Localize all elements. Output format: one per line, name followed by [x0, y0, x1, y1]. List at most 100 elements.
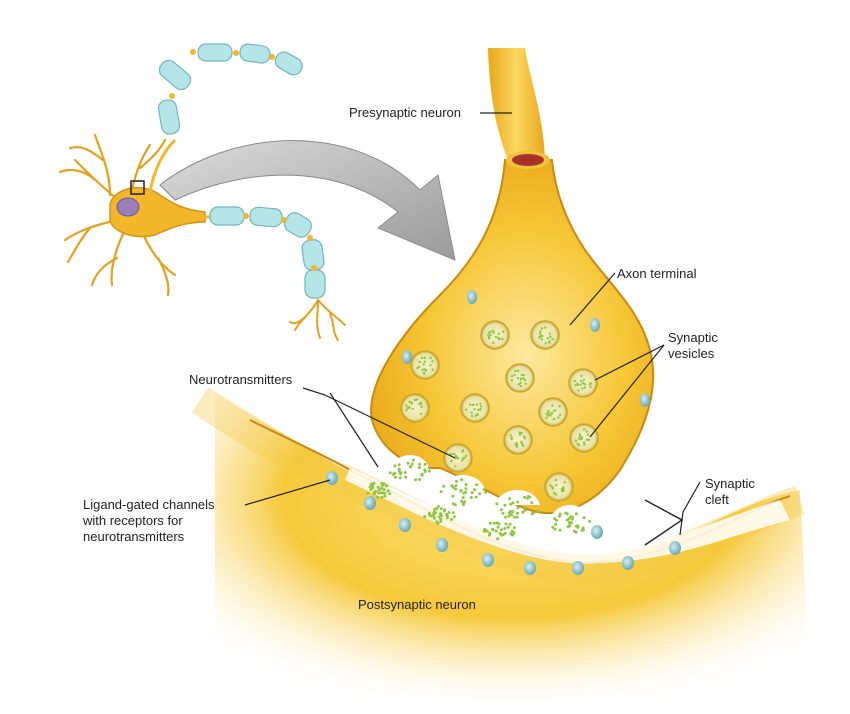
- neurotransmitter-dot: [519, 384, 523, 388]
- synaptic-cleft-label: Synaptic cleft: [705, 476, 755, 508]
- neurotransmitter-dot: [519, 377, 523, 380]
- neurotransmitter-dot: [574, 384, 577, 387]
- neurotransmitter-dot: [423, 462, 427, 466]
- neurotransmitter-dot: [563, 481, 566, 484]
- neurotransmitter-dot: [549, 414, 552, 417]
- ligand-line-2: with receptors for: [83, 513, 183, 528]
- neurotransmitter-dot: [568, 521, 571, 524]
- neurotransmitter-dot: [487, 334, 490, 337]
- neurotransmitter-dot: [510, 374, 514, 378]
- neurotransmitter-dot: [470, 491, 474, 495]
- neurotransmitter-dot: [545, 412, 548, 415]
- neurotransmitter-dot: [436, 505, 440, 508]
- neurotransmitter-dot: [504, 515, 508, 519]
- neurotransmitter-dot: [573, 529, 576, 533]
- neurotransmitter-dot: [510, 533, 514, 537]
- neurotransmitter-dot: [514, 443, 517, 446]
- neurotransmitter-dot: [513, 373, 516, 376]
- neurotransmitter-dot: [373, 492, 376, 496]
- neurotransmitter-dot: [548, 332, 552, 335]
- nodes-of-ranvier: [169, 49, 317, 271]
- neurotransmitter-dot: [583, 386, 587, 389]
- neurotransmitter-dot: [566, 525, 570, 529]
- neurotransmitter-dot: [479, 402, 482, 405]
- neurotransmitter-dot: [530, 501, 534, 505]
- neurotransmitter-dot: [488, 533, 491, 537]
- neurotransmitter-dot: [512, 515, 516, 519]
- neurotransmitter-dot: [397, 467, 401, 471]
- neurotransmitter-dot: [582, 441, 586, 444]
- neurotransmitter-dot: [491, 528, 495, 532]
- neurotransmitter-dot: [420, 472, 424, 476]
- synaptic-vesicles-line-1: Synaptic: [668, 330, 718, 345]
- neurotransmitter-dot: [405, 409, 408, 412]
- neurotransmitter-dot: [588, 383, 592, 386]
- neurotransmitter-dot: [501, 511, 505, 515]
- neurotransmitter-dot: [498, 531, 502, 535]
- neurotransmitter-dot: [518, 433, 522, 436]
- neurotransmitter-dot: [451, 511, 455, 515]
- neurotransmitter-dot: [577, 437, 581, 440]
- neurotransmitter-dot: [503, 503, 507, 507]
- neurotransmitter-dot: [488, 331, 491, 334]
- neurotransmitter-dot: [369, 488, 373, 492]
- neurotransmitter-dot: [498, 337, 501, 341]
- neurotransmitter-dot: [371, 483, 375, 487]
- neurotransmitter-dot: [496, 525, 500, 529]
- neurotransmitter-dot: [503, 527, 507, 530]
- neurotransmitter-dot: [588, 519, 592, 523]
- neurotransmitter-dot: [384, 484, 388, 488]
- neurotransmitter-dot: [520, 440, 523, 444]
- neurotransmitter-dot: [583, 443, 586, 446]
- neurotransmitter-molecules: [366, 326, 592, 541]
- neurotransmitter-dot: [421, 368, 424, 371]
- neurotransmitter-dot: [574, 524, 578, 528]
- neurotransmitter-dot: [524, 382, 527, 385]
- neurotransmitter-dot: [579, 435, 582, 438]
- neurotransmitter-dot: [554, 478, 557, 482]
- neurotransmitter-dot: [581, 387, 584, 390]
- neurotransmitter-dot: [511, 501, 515, 505]
- neurotransmitter-dot: [394, 475, 397, 479]
- neurotransmitter-dot: [551, 404, 554, 407]
- neurotransmitter-dot: [452, 515, 456, 519]
- neurotransmitter-dot: [407, 406, 411, 410]
- neurotransmitter-dot: [442, 484, 446, 488]
- neurotransmitter-dot: [531, 511, 535, 515]
- neurotransmitter-dot: [464, 483, 468, 487]
- neurotransmitter-dot: [509, 502, 513, 506]
- neurotransmitter-dot: [555, 518, 558, 522]
- neurotransmitter-dot: [510, 529, 514, 533]
- neurotransmitter-dot: [520, 373, 524, 377]
- neurotransmitter-dot: [499, 528, 503, 532]
- neurotransmitter-dot: [515, 515, 519, 519]
- neurotransmitter-dot: [516, 369, 520, 372]
- neurotransmitter-dot: [439, 490, 443, 494]
- neurotransmitter-dot: [437, 515, 441, 519]
- neurotransmitter-dot: [539, 330, 542, 333]
- neurotransmitter-dot: [580, 528, 584, 532]
- neurotransmitter-dot: [461, 496, 465, 499]
- neurotransmitter-dot: [445, 514, 449, 518]
- presynaptic-neuron-label: Presynaptic neuron: [349, 105, 462, 120]
- neurotransmitter-dot: [476, 413, 480, 416]
- neurotransmitter-dot: [546, 414, 549, 417]
- neurotransmitter-dot: [503, 531, 507, 535]
- neurotransmitter-dot: [553, 491, 556, 495]
- neurotransmitter-dot: [465, 408, 468, 411]
- neurotransmitter-dot: [576, 383, 580, 387]
- neurotransmitter-dot: [515, 445, 519, 448]
- neurotransmitter-dot: [578, 433, 581, 436]
- neurotransmitter-dot: [587, 438, 591, 441]
- neurotransmitter-dot: [454, 465, 457, 468]
- ligand-line-1: Ligand-gated channels: [83, 497, 215, 512]
- neurotransmitter-dot: [391, 472, 395, 476]
- neurotransmitter-dot: [507, 511, 511, 515]
- neurotransmitter-dot: [553, 527, 557, 531]
- neurotransmitter-dot: [558, 512, 562, 516]
- neurotransmitter-dot: [463, 500, 467, 504]
- ligand-line-3: neurotransmitters: [83, 529, 185, 544]
- neurotransmitter-dot: [454, 487, 458, 491]
- neurotransmitter-dot: [422, 363, 425, 366]
- neurotransmitter-dot: [552, 409, 556, 412]
